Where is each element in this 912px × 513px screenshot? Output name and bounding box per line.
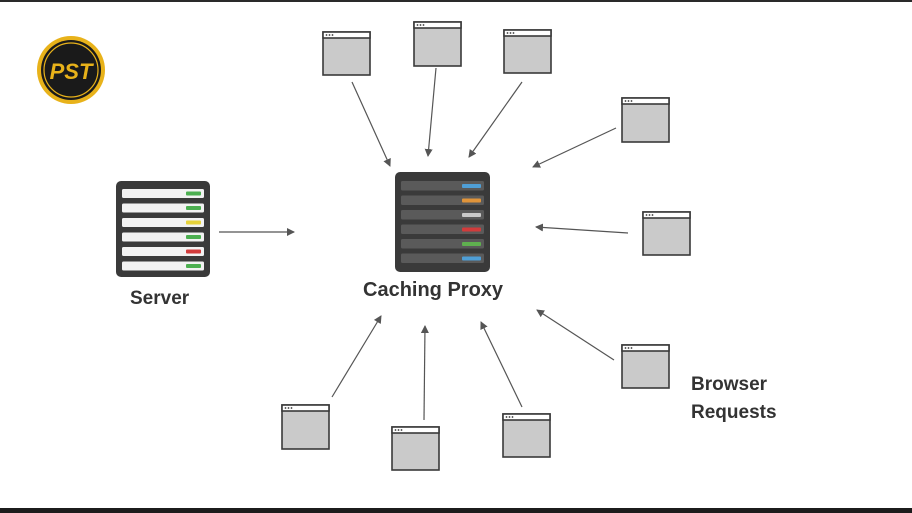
server-slot bbox=[122, 261, 204, 271]
request-arrow bbox=[535, 223, 629, 234]
proxy-led bbox=[462, 227, 481, 232]
request-arrow bbox=[351, 81, 391, 167]
request-arrow bbox=[331, 315, 382, 398]
proxy-slot bbox=[401, 239, 484, 249]
proxy-led bbox=[462, 256, 481, 261]
proxy-led bbox=[462, 242, 481, 246]
server-slot bbox=[122, 189, 204, 198]
proxy-slot bbox=[401, 253, 484, 263]
browser-window-icon bbox=[621, 97, 670, 143]
frame-bottom-border bbox=[0, 508, 912, 513]
request-arrow bbox=[424, 67, 437, 157]
server-led bbox=[186, 249, 201, 254]
server-led bbox=[186, 206, 201, 210]
server-led bbox=[186, 235, 201, 239]
proxy-led bbox=[462, 198, 481, 203]
browser-requests-line2: Requests bbox=[691, 402, 777, 423]
request-arrow bbox=[532, 127, 617, 168]
server-led bbox=[186, 191, 201, 196]
server-rack-icon bbox=[116, 181, 210, 277]
request-arrow bbox=[480, 321, 523, 408]
browser-window-icon bbox=[281, 404, 330, 450]
server-led bbox=[186, 220, 201, 225]
browser-window-icon bbox=[502, 413, 551, 458]
pst-logo: PST bbox=[37, 36, 105, 104]
browser-window-icon bbox=[322, 31, 371, 76]
browser-window-icon bbox=[621, 344, 670, 389]
browser-window-icon bbox=[391, 426, 440, 471]
proxy-slot bbox=[401, 210, 484, 220]
request-arrow bbox=[420, 325, 429, 421]
browser-requests-label: Browser Requests bbox=[691, 371, 777, 427]
proxy-slot bbox=[401, 181, 484, 191]
server-slot bbox=[122, 232, 204, 242]
server-slot bbox=[122, 203, 204, 213]
server-slot bbox=[122, 247, 204, 256]
browser-window-icon bbox=[413, 21, 462, 67]
proxy-slot bbox=[401, 224, 484, 234]
server-led bbox=[186, 264, 201, 268]
browser-window-icon bbox=[503, 29, 552, 74]
frame-top-border bbox=[0, 0, 912, 2]
request-arrow bbox=[468, 81, 523, 158]
server-slot bbox=[122, 218, 204, 227]
request-arrow bbox=[536, 309, 615, 361]
caching-proxy-rack-icon bbox=[395, 172, 490, 272]
browser-requests-line1: Browser bbox=[691, 374, 768, 395]
logo-text: PST bbox=[50, 59, 94, 84]
browser-window-icon bbox=[642, 211, 691, 256]
proxy-led bbox=[462, 184, 481, 188]
proxy-led bbox=[462, 213, 481, 217]
server-label: Server bbox=[130, 288, 190, 309]
caching-proxy-label: Caching Proxy bbox=[363, 279, 504, 301]
proxy-slot bbox=[401, 195, 484, 205]
